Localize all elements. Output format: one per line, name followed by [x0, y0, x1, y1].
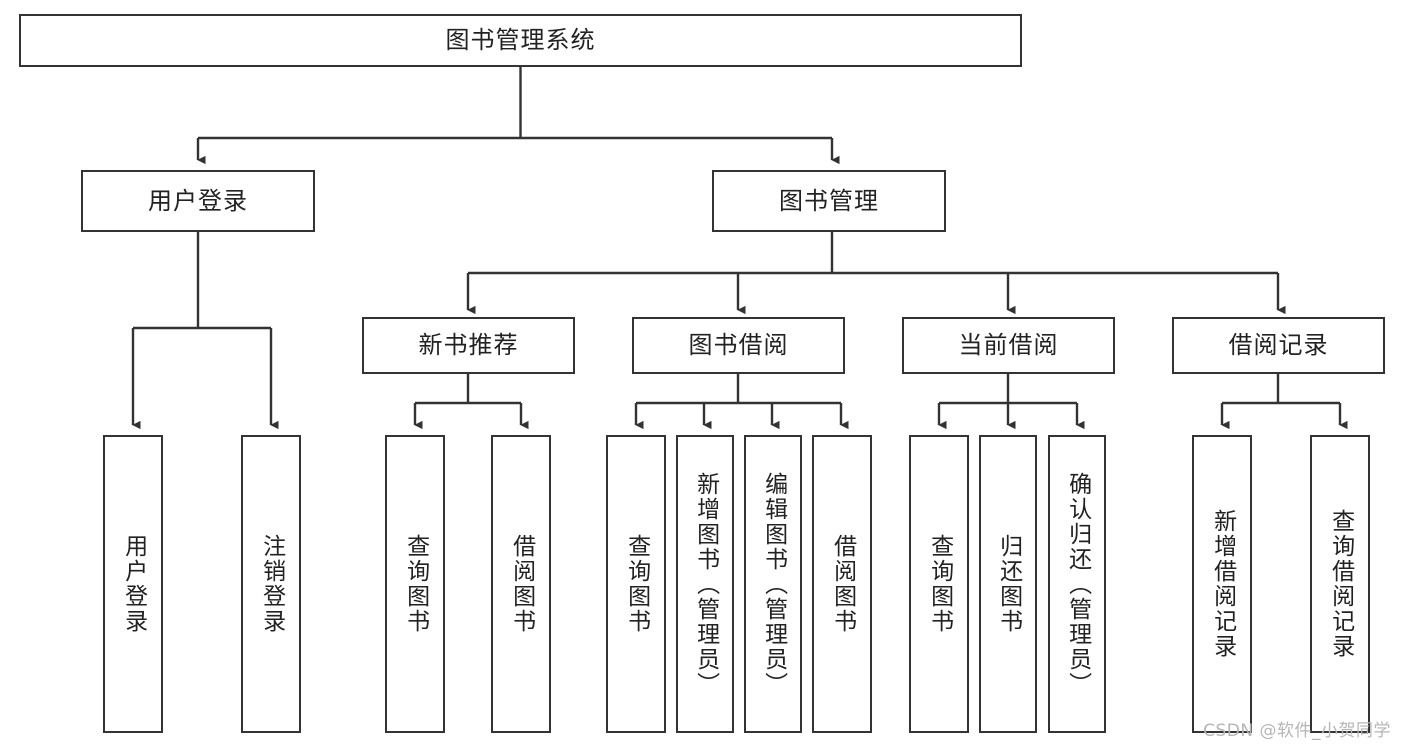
node-label: 新书推荐	[418, 331, 519, 360]
leaf-add-borrow-record[interactable]: 新增借阅记录	[1192, 435, 1252, 733]
node-label: 用户登录	[148, 186, 248, 215]
node-book-borrow[interactable]: 图书借阅	[632, 317, 845, 374]
node-current-borrow[interactable]: 当前借阅	[902, 317, 1115, 374]
node-label: 新增图书（管理员）	[692, 471, 719, 697]
leaf-confirm-return-admin[interactable]: 确认归还（管理员）	[1048, 435, 1106, 733]
node-borrow-records[interactable]: 借阅记录	[1172, 317, 1385, 374]
node-label: 编辑图书（管理员）	[760, 471, 787, 697]
leaf-edit-book-admin[interactable]: 编辑图书（管理员）	[744, 435, 802, 733]
node-new-book-recommend[interactable]: 新书推荐	[362, 317, 575, 374]
leaf-query-book-borrow[interactable]: 查询图书	[606, 435, 666, 733]
csdn-watermark: CSDN @软件_小贺同学	[1203, 721, 1391, 741]
node-label: 借阅图书	[829, 534, 856, 634]
leaf-borrow-book-newbook[interactable]: 借阅图书	[491, 435, 551, 733]
node-label: 归还图书	[995, 534, 1022, 634]
leaf-return-book[interactable]: 归还图书	[979, 435, 1037, 733]
leaf-query-book-current[interactable]: 查询图书	[909, 435, 969, 733]
node-label: 图书管理系统	[445, 26, 596, 55]
node-label: 确认归还（管理员）	[1064, 471, 1091, 697]
node-label: 图书借阅	[688, 331, 789, 360]
node-root-book-management-system[interactable]: 图书管理系统	[19, 14, 1022, 67]
node-label: 当前借阅	[958, 331, 1059, 360]
node-label: 查询图书	[926, 534, 953, 634]
leaf-add-book-admin[interactable]: 新增图书（管理员）	[676, 435, 734, 733]
node-label: 查询图书	[623, 534, 650, 634]
node-label: 查询借阅记录	[1327, 509, 1354, 659]
node-label: 查询图书	[402, 534, 429, 634]
leaf-user-login[interactable]: 用户登录	[103, 435, 163, 733]
node-book-management[interactable]: 图书管理	[712, 170, 946, 232]
leaf-borrow-book[interactable]: 借阅图书	[812, 435, 872, 733]
leaf-logout[interactable]: 注销登录	[241, 435, 301, 733]
node-label: 借阅记录	[1228, 331, 1329, 360]
node-label: 用户登录	[120, 534, 147, 634]
node-label: 图书管理	[779, 186, 879, 215]
node-label: 新增借阅记录	[1209, 509, 1236, 659]
node-label: 注销登录	[258, 534, 285, 634]
leaf-query-borrow-record[interactable]: 查询借阅记录	[1310, 435, 1370, 733]
leaf-query-book-newbook[interactable]: 查询图书	[385, 435, 445, 733]
node-label: 借阅图书	[508, 534, 535, 634]
node-user-login[interactable]: 用户登录	[81, 170, 315, 232]
